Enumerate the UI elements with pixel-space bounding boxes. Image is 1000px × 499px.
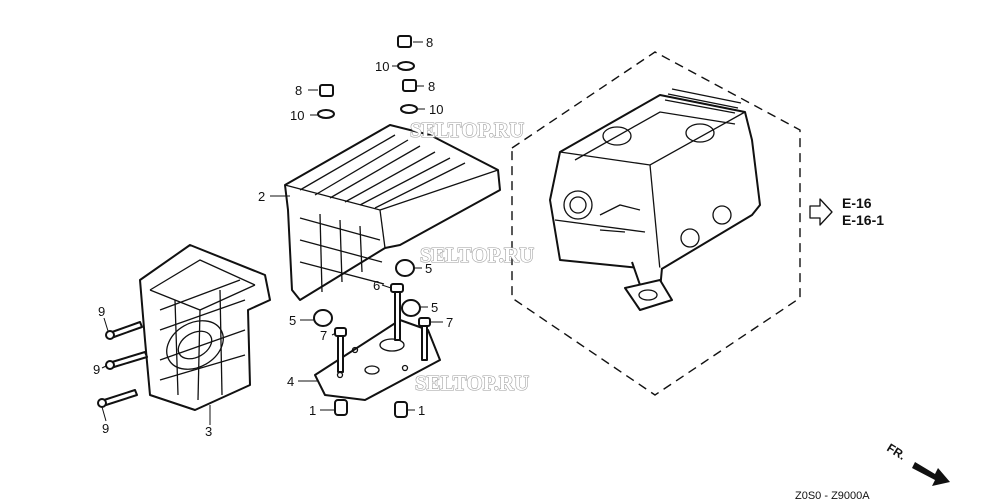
- front-label: FR.: [884, 441, 908, 463]
- watermark: SELTOP.RU: [415, 371, 529, 395]
- callout-3: 3: [205, 424, 212, 439]
- callout-5: 5: [289, 313, 296, 328]
- callout-8: 8: [426, 35, 433, 50]
- callout-2: 2: [258, 189, 265, 204]
- leader-lines: [101, 41, 443, 425]
- callout-9: 9: [93, 362, 100, 377]
- callout-9: 9: [98, 304, 105, 319]
- part-3-side-protector: [139, 244, 271, 411]
- callout-9: 9: [102, 421, 109, 436]
- reference-e16-1: E-16-1: [842, 212, 884, 228]
- callout-6: 6: [373, 278, 380, 293]
- callout-5: 5: [425, 261, 432, 276]
- callout-1: 1: [309, 403, 316, 418]
- front-direction-indicator: FR.: [884, 441, 950, 486]
- callout-4: 4: [287, 374, 294, 389]
- callout-labels: 8 10 8 8 10 10 2 5 6 5 5 7 7 4 1 1 9 9 9…: [93, 35, 453, 439]
- callout-1: 1: [418, 403, 425, 418]
- section-reference: E-16 E-16-1: [809, 195, 884, 228]
- callout-8: 8: [428, 79, 435, 94]
- part-2-upper-protector: [284, 124, 501, 301]
- muffler-reference-outline: [511, 51, 801, 396]
- callout-7: 7: [320, 328, 327, 343]
- callout-7: 7: [446, 315, 453, 330]
- callout-10: 10: [429, 102, 443, 117]
- fasteners: [97, 35, 431, 418]
- callout-5: 5: [431, 300, 438, 315]
- reference-arrow-icon: [809, 198, 833, 226]
- watermark: SELTOP.RU: [420, 243, 534, 267]
- callout-8: 8: [295, 83, 302, 98]
- reference-e16: E-16: [842, 195, 872, 211]
- callout-10: 10: [290, 108, 304, 123]
- callout-10: 10: [375, 59, 389, 74]
- front-arrow-icon: [912, 462, 950, 486]
- drawing-code: Z0S0 - Z9000A: [795, 490, 870, 499]
- watermark: SELTOP.RU: [410, 118, 524, 142]
